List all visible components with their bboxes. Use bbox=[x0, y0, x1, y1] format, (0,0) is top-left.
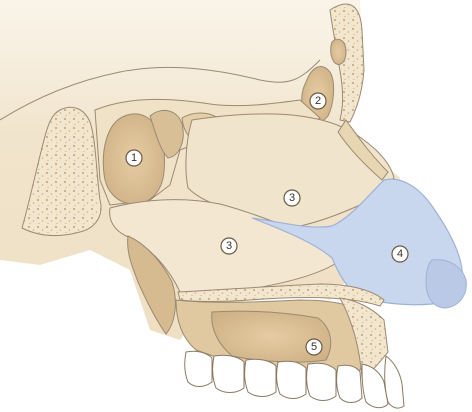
label-4: 4 bbox=[392, 246, 408, 262]
tooth bbox=[277, 361, 306, 398]
label-number: 3 bbox=[226, 240, 232, 252]
tooth bbox=[337, 365, 362, 402]
label-2: 2 bbox=[310, 93, 326, 109]
tooth bbox=[213, 355, 244, 392]
tooth bbox=[362, 364, 388, 408]
tooth bbox=[385, 356, 404, 408]
label-number: 5 bbox=[311, 341, 317, 353]
label-number: 1 bbox=[131, 152, 137, 164]
label-number: 4 bbox=[397, 248, 403, 260]
frontal-sinus-upper bbox=[331, 39, 346, 64]
label-3b: 3 bbox=[221, 238, 237, 254]
label-3a: 3 bbox=[284, 190, 300, 206]
label-1: 1 bbox=[126, 150, 142, 166]
label-number: 3 bbox=[289, 192, 295, 204]
tooth bbox=[185, 351, 212, 386]
label-number: 2 bbox=[315, 95, 321, 107]
label-5: 5 bbox=[306, 339, 322, 355]
tooth bbox=[245, 359, 276, 396]
tooth bbox=[307, 363, 336, 400]
